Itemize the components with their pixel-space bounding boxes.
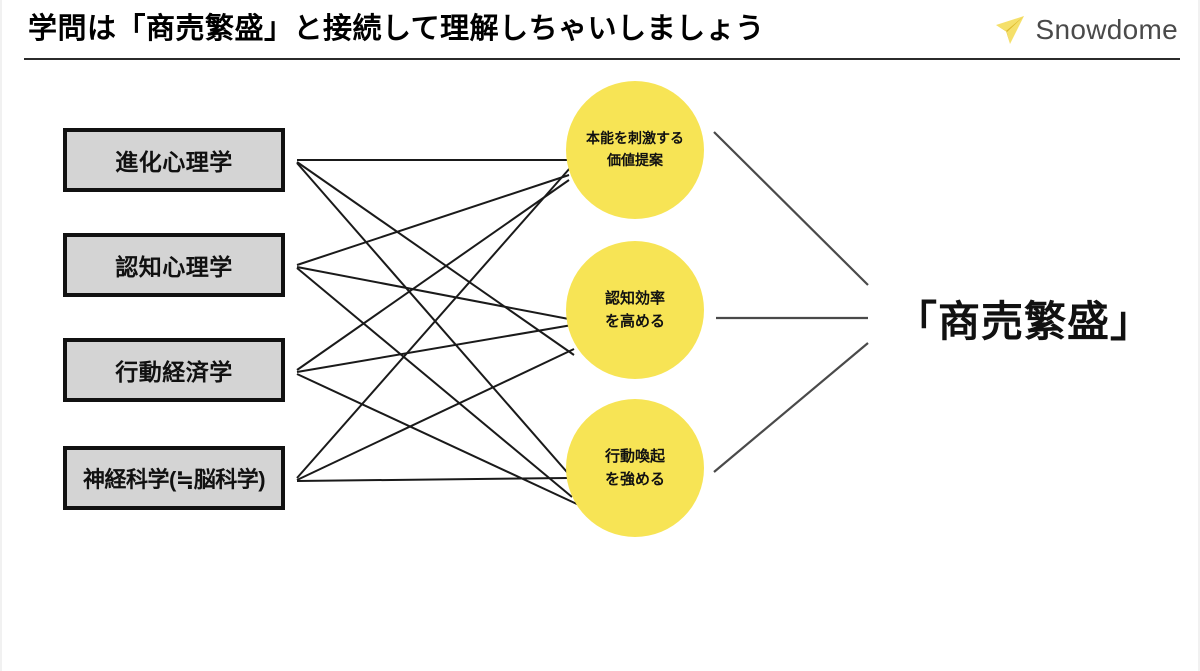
goal-label-business-prosperity: 「商売繁盛」 — [895, 298, 1154, 345]
outcome-label-line1: 認知効率 — [604, 289, 665, 307]
link-cognitive-to-action — [296, 267, 573, 498]
discipline-box-evolutionary-psychology[interactable]: 進化心理学 — [63, 128, 285, 192]
outcome-label-line2: 価値提案 — [607, 152, 663, 168]
outcome-label-line1: 本能を刺激する — [586, 130, 684, 147]
discipline-label: 神経科学(≒脳科学) — [82, 467, 266, 492]
link-behavioral-to-instinct — [296, 179, 570, 371]
discipline-box-neuroscience[interactable]: 神経科学(≒脳科学) — [63, 446, 285, 510]
link-action-to-goal — [713, 342, 869, 473]
link-neuro-to-action — [296, 477, 569, 482]
link-neuro-to-cognitive — [296, 348, 575, 481]
link-cognitive-to-cognitive — [296, 266, 575, 321]
paper-plane-icon — [995, 16, 1024, 44]
outcome-circle-action-activation[interactable]: 行動喚起 を強める — [566, 399, 704, 537]
outcome-label-line2: を高める — [604, 313, 665, 330]
link-instinct-to-goal — [713, 131, 869, 286]
discipline-label: 認知心理学 — [115, 254, 233, 280]
discipline-label: 行動経済学 — [115, 359, 233, 385]
link-neuro-to-instinct — [296, 167, 571, 479]
link-evolutionary-to-action — [296, 162, 581, 488]
discipline-box-cognitive-psychology[interactable]: 認知心理学 — [63, 233, 285, 297]
outcome-label-line2: を強める — [604, 471, 665, 488]
page-title: 学問は「商売繁盛」と接続して理解しちゃいしましょう — [28, 13, 765, 45]
outcome-circle-instinct-value-proposition[interactable]: 本能を刺激する 価値提案 — [566, 81, 704, 219]
link-cognitive-to-instinct — [296, 174, 570, 266]
header-divider — [24, 58, 1180, 60]
discipline-label: 進化心理学 — [115, 149, 233, 175]
discipline-box-behavioral-economics[interactable]: 行動経済学 — [63, 338, 285, 402]
link-behavioral-to-cognitive — [296, 324, 573, 373]
outcome-label-line1: 行動喚起 — [604, 447, 665, 465]
brand-logo: Snowdome — [993, 13, 1178, 47]
link-behavioral-to-action — [296, 373, 580, 506]
outcome-circle-cognitive-efficiency[interactable]: 認知効率 を高める — [566, 241, 704, 379]
brand-name: Snowdome — [1035, 14, 1178, 45]
link-evolutionary-to-cognitive — [296, 161, 575, 356]
